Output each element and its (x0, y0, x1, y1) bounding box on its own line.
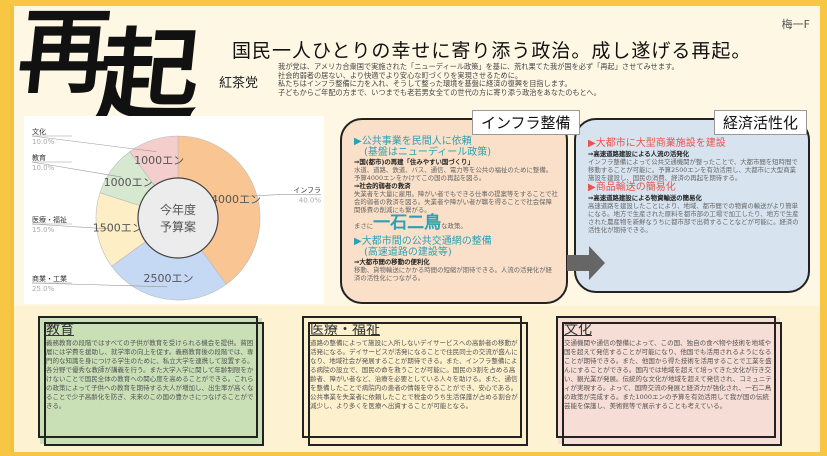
card-title: 医療・福祉 (310, 322, 380, 338)
policy-cards: 教育義務教育の段階ではすべての子供が教育を受けられる機会を提供。貧困層には学費を… (14, 306, 820, 452)
headline: 国民一人ひとりの幸せに寄り添う政治。成し遂げる再起。 (232, 40, 752, 62)
infra-text: 水道、道路、鉄道、バス、通信、電力等を公共の福祉のために整備。予算4000エンを… (354, 166, 553, 182)
motto-text: まさに (354, 222, 374, 230)
card-culture: 文化交通機関や通信の整備によって、この国、独自の食べ物や技術を地域や国を超えて発… (556, 316, 782, 446)
logo-saiki: 再起 (12, 0, 196, 135)
intro-line: 社会的弱者の居ない、より快適でより安心な町づくりを実現させるために。 (278, 70, 523, 80)
leader-line (244, 194, 282, 197)
slice-value-label: 1500エン (93, 222, 143, 235)
card-title: 文化 (564, 322, 592, 338)
card-text: 道路の整備によって施設に入所しないデイサービスへの高齢者の移動が活発になる。デイ… (310, 339, 518, 410)
card-frame (302, 316, 522, 438)
poster: 再起 紅茶党 梅一F 国民一人ひとりの幸せに寄り添う政治。成し遂げる再起。 我が… (10, 0, 820, 452)
legend-name: 教育 (32, 153, 46, 162)
legend-name: 医療・福祉 (32, 215, 67, 224)
chart-title: 今年度 (160, 202, 196, 217)
infra-text: 失業者を大量に雇用。障がい者でもできる仕事の提案等をすることで社会的弱者の救済を… (354, 190, 558, 214)
econ-text: インフラ整備によって公共交通機関が整ったことで、大都市間を短時間で移動することが… (588, 158, 798, 182)
econ-text: 高速道路を建設したことにより、地域、都市間での物資の輸送がより簡単になる。地方で… (588, 202, 799, 234)
legend-percent: 40.0% (299, 196, 322, 204)
motto-text: な政策。 (441, 222, 467, 230)
intro-line: 我が党は、アメリカ合衆国で実施された「ニューディール政策」を基に、荒れ果てた我が… (278, 62, 679, 71)
budget-chart: 4000エン インフラ 40.0% 2500エン 商業・工業 25.0% 1500エン 医療・… (24, 116, 324, 304)
legend-name: 文化 (32, 127, 46, 136)
party-name: 紅茶党 (219, 76, 259, 91)
card-frame (38, 316, 258, 438)
chart-title: 予算案 (160, 219, 196, 234)
econ-subheading: ⇒高速道路建設による物資輸送の簡易化 (588, 194, 702, 202)
legend-percent: 15.0% (32, 226, 55, 234)
legend-name: 商業・工業 (32, 274, 67, 283)
econ-subheading: ⇒高速道路建設による人流の活発化 (588, 150, 690, 158)
card-frame (44, 322, 264, 446)
legend-percent: 10.0% (32, 138, 55, 146)
infra-motto: まさに一石二鳥な政策。 (354, 214, 558, 236)
legend-percent: 25.0% (32, 285, 55, 293)
legend-name: インフラ (293, 186, 321, 194)
card-frame (308, 322, 528, 446)
infra-subheading: ⇒大都市間の移動の便利化 (354, 258, 430, 266)
card-title: 教育 (46, 322, 74, 338)
intro-line: 私たちはインフラ整備に力を入れ、そうして整った環境を基盤に経済の復興を目指します… (278, 79, 572, 89)
infra-heading-sub: (基盤はニューディール政策) (364, 147, 492, 158)
card-body: 医療・福祉道路の整備によって施設に入所しないデイサービスへの高齢者の移動が活発に… (304, 318, 526, 444)
card-body: 教育義務教育の段階ではすべての子供が教育を受けられる機会を提供。貧困層には学費を… (40, 318, 262, 444)
slice-value-label: 1000エン (134, 154, 184, 167)
infra-heading: ▶大都市間の公共交通網の整備 (354, 236, 492, 247)
infra-subheading: ⇒社会的弱者の救済 (354, 182, 411, 190)
leader-line (31, 282, 168, 288)
leader-line (31, 161, 122, 178)
arrow-right-icon (567, 246, 605, 280)
card-text: 義務教育の段階ではすべての子供が教育を受けられる機会を提供。貧困層には学費を援助… (46, 339, 254, 410)
infra-panel: ▶公共事業を民間人に依頼 (基盤はニューディール政策) ⇒国(都市)の再建「住み… (340, 118, 568, 304)
card-medical-welfare: 医療・福祉道路の整備によって施設に入所しないデイサービスへの高齢者の移動が活発に… (302, 316, 528, 446)
infra-subheading: ⇒国(都市)の再建「住みやすい国づくり」 (354, 158, 474, 166)
card-education: 教育義務教育の段階ではすべての子供が教育を受けられる機会を提供。貧困層には学費を… (38, 316, 264, 446)
motto-emphasis: 一石二鳥 (373, 213, 442, 233)
infra-tag: インフラ整備 (472, 110, 580, 135)
card-body: 文化交通機関や通信の整備によって、この国、独自の食べ物や技術を地域や国を超えて発… (558, 318, 780, 444)
card-frame (562, 322, 782, 446)
intro-text: 我が党は、アメリカ合衆国で実施された「ニューディール政策」を基に、荒れ果てた我が… (278, 62, 679, 97)
logo-char: 起 (92, 17, 195, 135)
leader-line (31, 223, 110, 230)
infra-text: 移動、貨物輸送にかかる時間の短縮が期待できる。人流の活発化が経済の活性化につなが… (354, 266, 552, 282)
infra-heading-sub: (高速道路の建設等) (364, 247, 452, 258)
class-label: 梅一F (781, 18, 810, 31)
econ-tag: 経済活性化 (714, 110, 808, 135)
slice-value-label: 1000エン (104, 176, 154, 189)
slice-value-label: 4000エン (211, 193, 261, 206)
legend-percent: 10.0% (32, 164, 55, 172)
logo-char: 再 (13, 0, 107, 106)
donut-center (137, 177, 219, 259)
card-frame (556, 316, 776, 438)
econ-heading: ▶商品輸送の簡易化 (588, 182, 676, 193)
card-text: 交通機関や通信の整備によって、この国、独自の食べ物や技術を地域や国を超えて発信す… (564, 339, 772, 410)
leader-line (31, 135, 157, 153)
intro-line: 子どもからご年配の方まで、いつまでも老若男女全ての世代の方に寄り添う政治をあなた… (278, 87, 601, 97)
slice-value-label: 2500エン (143, 272, 193, 285)
econ-heading: ▶大都市に大型商業施設を建設 (588, 138, 726, 149)
donut-chart: 4000エン インフラ 40.0% 2500エン 商業・工業 25.0% 1500エン 医療・… (31, 127, 322, 301)
econ-panel: ▶大都市に大型商業施設を建設 ⇒高速道路建設による人流の活発化 インフラ整備によ… (574, 118, 810, 293)
infra-heading: ▶公共事業を民間人に依頼 (354, 136, 472, 147)
